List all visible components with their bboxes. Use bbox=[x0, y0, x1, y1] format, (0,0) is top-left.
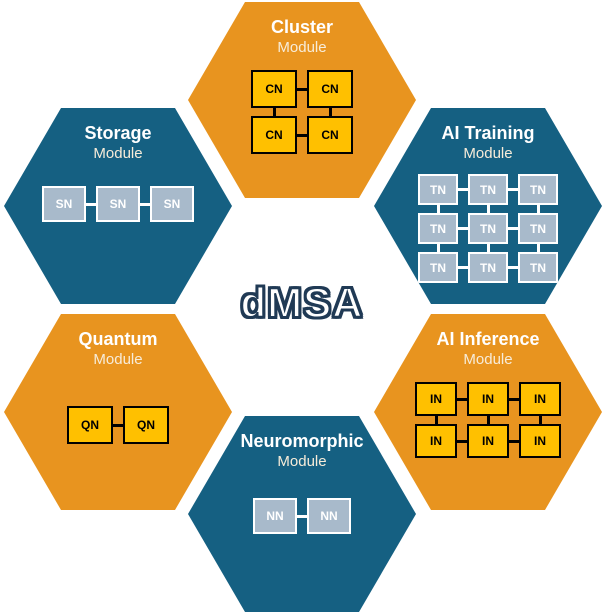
node-connector bbox=[328, 108, 332, 116]
node-tn: TN bbox=[468, 213, 508, 244]
node-grid-quantum: QN QN bbox=[67, 406, 169, 444]
node-in: IN bbox=[415, 382, 457, 416]
node-connector bbox=[536, 244, 540, 252]
module-title-cluster: Cluster bbox=[270, 17, 333, 37]
node-grid-storage: SN SN SN bbox=[42, 186, 194, 222]
module-hex-quantum: Quantum Module QN QN bbox=[4, 314, 232, 510]
node-tn: TN bbox=[468, 174, 508, 205]
node-in: IN bbox=[415, 424, 457, 458]
node-cn: CN bbox=[307, 116, 353, 154]
node-connector bbox=[538, 416, 542, 424]
module-subtitle-neuromorphic: Module bbox=[277, 453, 327, 470]
node-tn: TN bbox=[518, 174, 558, 205]
node-connector bbox=[486, 205, 490, 213]
node-connector bbox=[113, 423, 123, 427]
node-grid-ai-inference: IN IN IN IN IN IN bbox=[415, 382, 561, 458]
node-connector bbox=[86, 202, 96, 206]
module-title-ai-training: AI Training bbox=[441, 123, 535, 143]
node-tn: TN bbox=[418, 213, 458, 244]
node-connector bbox=[536, 205, 540, 213]
node-connector bbox=[508, 188, 518, 191]
node-cn: CN bbox=[251, 70, 297, 108]
node-tn: TN bbox=[418, 174, 458, 205]
node-connector bbox=[140, 202, 150, 206]
node-connector bbox=[272, 108, 276, 116]
node-connector bbox=[486, 244, 490, 252]
node-connector bbox=[509, 397, 519, 401]
node-nn: NN bbox=[307, 498, 351, 534]
node-tn: TN bbox=[518, 252, 558, 283]
node-connector bbox=[457, 439, 467, 443]
node-connector bbox=[458, 266, 468, 269]
module-subtitle-quantum: Module bbox=[93, 351, 143, 368]
module-title-quantum: Quantum bbox=[78, 329, 158, 349]
node-sn: SN bbox=[42, 186, 86, 222]
module-title-storage: Storage bbox=[84, 123, 152, 143]
node-in: IN bbox=[467, 382, 509, 416]
node-grid-ai-training: TN TN TN TN TN TN TN TN TN bbox=[418, 174, 558, 283]
node-tn: TN bbox=[518, 213, 558, 244]
node-qn: QN bbox=[123, 406, 169, 444]
node-connector bbox=[509, 439, 519, 443]
node-in: IN bbox=[467, 424, 509, 458]
node-tn: TN bbox=[418, 252, 458, 283]
diagram-center-label: dMSA bbox=[240, 278, 364, 327]
node-grid-neuromorphic: NN NN bbox=[253, 498, 351, 534]
node-in: IN bbox=[519, 424, 561, 458]
node-cn: CN bbox=[251, 116, 297, 154]
node-connector bbox=[458, 188, 468, 191]
node-connector bbox=[457, 397, 467, 401]
module-hex-ai-training: AI Training Module TN TN TN TN TN TN TN TN TN bbox=[374, 108, 602, 304]
node-tn: TN bbox=[468, 252, 508, 283]
node-in: IN bbox=[519, 382, 561, 416]
node-connector bbox=[434, 416, 438, 424]
module-title-neuromorphic: Neuromorphic bbox=[240, 431, 364, 451]
module-hex-cluster: Cluster Module CN CN CN CN bbox=[188, 2, 416, 198]
module-title-ai-inference: AI Inference bbox=[436, 329, 540, 349]
node-cn: CN bbox=[307, 70, 353, 108]
module-hex-storage: Storage Module SN SN SN bbox=[4, 108, 232, 304]
module-hex-ai-inference: AI Inference Module IN IN IN IN IN IN bbox=[374, 314, 602, 510]
node-connector bbox=[436, 244, 440, 252]
node-grid-cluster: CN CN CN CN bbox=[251, 70, 353, 154]
node-connector bbox=[297, 514, 307, 518]
module-subtitle-cluster: Module bbox=[277, 39, 327, 56]
node-qn: QN bbox=[67, 406, 113, 444]
module-hex-neuromorphic: Neuromorphic Module NN NN bbox=[188, 416, 416, 612]
node-connector bbox=[486, 416, 490, 424]
node-connector bbox=[508, 266, 518, 269]
node-connector bbox=[297, 87, 307, 91]
module-subtitle-ai-training: Module bbox=[463, 145, 513, 162]
node-sn: SN bbox=[150, 186, 194, 222]
node-connector bbox=[458, 227, 468, 230]
node-nn: NN bbox=[253, 498, 297, 534]
module-subtitle-storage: Module bbox=[93, 145, 143, 162]
node-connector bbox=[508, 227, 518, 230]
module-subtitle-ai-inference: Module bbox=[463, 351, 513, 368]
node-sn: SN bbox=[96, 186, 140, 222]
node-connector bbox=[297, 133, 307, 137]
node-connector bbox=[436, 205, 440, 213]
